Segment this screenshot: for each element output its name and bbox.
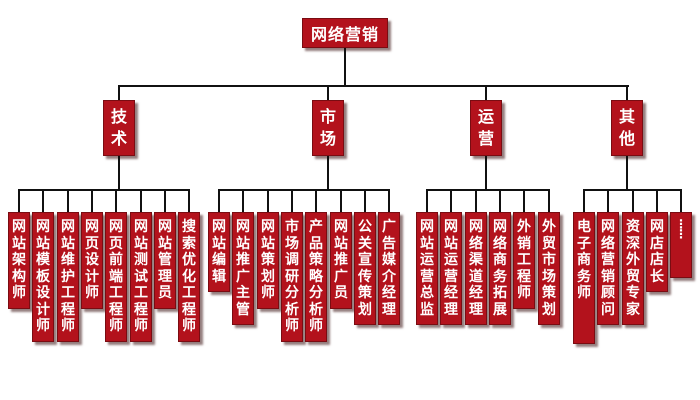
leaf-node: 外贸市场策划: [538, 212, 560, 325]
leaf-node: 网站编辑: [208, 212, 230, 292]
child-drop: [91, 189, 93, 212]
child-drop: [523, 189, 525, 212]
child-drop: [315, 189, 317, 212]
leaf-node: 网络商务拓展: [489, 212, 511, 325]
child-drop: [680, 189, 682, 212]
leaf-node: 网页设计师: [81, 212, 103, 309]
category-node: 运营: [470, 100, 502, 156]
category-drop: [327, 85, 329, 100]
child-drop: [426, 189, 428, 212]
category-drop: [626, 85, 628, 100]
child-drop: [140, 189, 142, 212]
child-drop: [42, 189, 44, 212]
child-drop: [242, 189, 244, 212]
leaf-node: 网页前端工程师: [105, 212, 127, 342]
leaf-node: 网店店长: [646, 212, 668, 292]
child-drop: [18, 189, 20, 212]
children-bus: [426, 189, 550, 191]
category-stem: [118, 156, 120, 190]
child-drop: [583, 189, 585, 212]
leaf-node: 网站推广主管: [232, 212, 254, 325]
leaf-node: 广告媒介经理: [378, 212, 400, 325]
category-stem: [626, 156, 628, 190]
child-drop: [607, 189, 609, 212]
leaf-node: 网络营销顾问: [597, 212, 619, 325]
leaf-node: 产品策略分析师: [305, 212, 327, 342]
child-drop: [218, 189, 220, 212]
children-bus: [18, 189, 191, 191]
category-node: 市场: [312, 100, 344, 156]
category-bus: [119, 85, 629, 87]
leaf-node: 市场调研分析师: [281, 212, 303, 342]
leaf-node: 网站运营总监: [416, 212, 438, 325]
child-drop: [475, 189, 477, 212]
root-connector: [344, 48, 346, 85]
child-drop: [340, 189, 342, 212]
child-drop: [115, 189, 117, 212]
child-drop: [656, 189, 658, 212]
leaf-node: 网站架构师: [8, 212, 30, 309]
leaf-node: 网站测试工程师: [130, 212, 152, 342]
leaf-node: 网站策划师: [257, 212, 279, 309]
leaf-node: 公关宣传策划: [354, 212, 376, 325]
leaf-node: 搜索优化工程师: [178, 212, 200, 342]
leaf-node: 网络渠道经理: [465, 212, 487, 325]
category-node: 技术: [103, 100, 135, 156]
category-drop: [118, 85, 120, 100]
category-stem: [485, 156, 487, 190]
leaf-node: 资深外贸专家: [622, 212, 644, 325]
child-drop: [364, 189, 366, 212]
child-drop: [548, 189, 550, 212]
child-drop: [388, 189, 390, 212]
child-drop: [450, 189, 452, 212]
leaf-node: 网站推广员: [330, 212, 352, 309]
child-drop: [188, 189, 190, 212]
leaf-node: 网站模板设计师: [32, 212, 54, 342]
child-drop: [632, 189, 634, 212]
child-drop: [267, 189, 269, 212]
children-bus: [218, 189, 391, 191]
leaf-node: ⋮⋮: [670, 212, 692, 278]
leaf-node: 网站运营经理: [440, 212, 462, 325]
category-node: 其他: [611, 100, 643, 156]
child-drop: [499, 189, 501, 212]
leaf-node: 网站管理员: [154, 212, 176, 309]
child-drop: [67, 189, 69, 212]
category-stem: [327, 156, 329, 190]
leaf-node: 电子商务师: [573, 212, 595, 344]
category-drop: [485, 85, 487, 100]
child-drop: [164, 189, 166, 212]
leaf-node: 外销工程师: [513, 212, 535, 309]
leaf-node: 网站维护工程师: [57, 212, 79, 342]
child-drop: [291, 189, 293, 212]
root-node: 网络营销: [302, 18, 388, 48]
